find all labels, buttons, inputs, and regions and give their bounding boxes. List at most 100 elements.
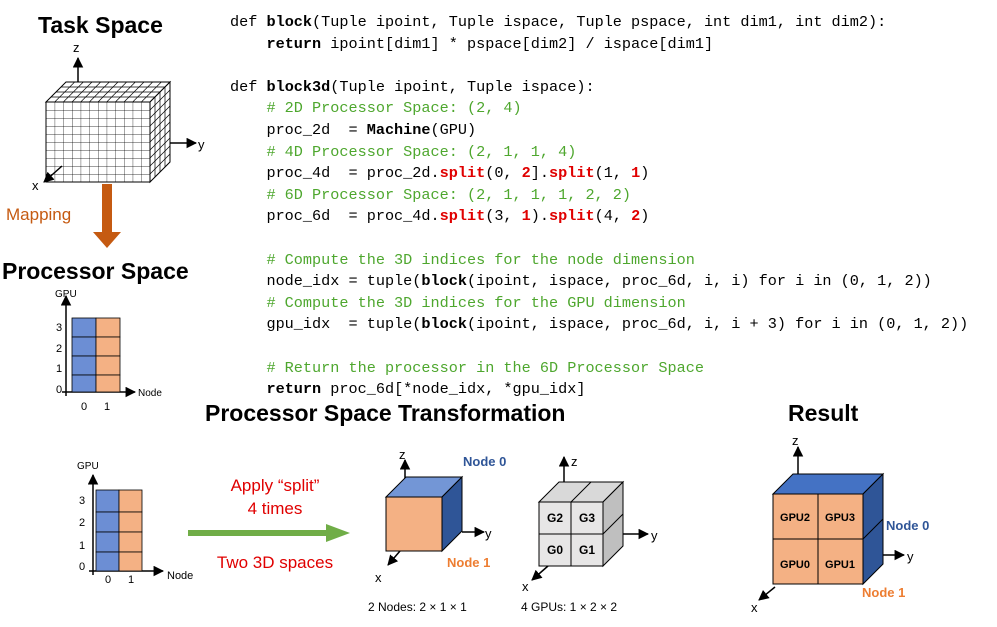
y-axis-label: y bbox=[485, 526, 492, 541]
code-token: proc_4d = proc_2d. bbox=[230, 164, 440, 183]
code-line: # Compute the 3D indices for the node di… bbox=[230, 250, 968, 272]
code-line: proc_4d = proc_2d.split(0, 2].split(1, 1… bbox=[230, 163, 968, 185]
split-label-2: 4 times bbox=[248, 499, 303, 518]
node-tick: 1 bbox=[128, 574, 134, 586]
processor-space-heading: Processor Space bbox=[2, 258, 189, 284]
gpus-caption: 4 GPUs: 1 × 2 × 2 bbox=[521, 600, 617, 614]
code-line: proc_2d = Machine(GPU) bbox=[230, 120, 968, 142]
result-cube: z GPU2 GPU3 GPU0 GPU1 Node 0 Node 1 y x bbox=[751, 433, 929, 615]
code-line: # 6D Processor Space: (2, 1, 1, 1, 2, 2) bbox=[230, 185, 968, 207]
code-token: ). bbox=[530, 207, 550, 226]
code-token: block bbox=[421, 272, 467, 291]
node-tick: 0 bbox=[81, 401, 87, 413]
gpu-tick: 3 bbox=[56, 322, 62, 334]
code-line: # Compute the 3D indices for the GPU dim… bbox=[230, 293, 968, 315]
code-token: split bbox=[439, 164, 486, 183]
task-space-cube: z bbox=[32, 40, 205, 193]
gpu-cell-label: G1 bbox=[579, 543, 595, 557]
result-node1-label: Node 1 bbox=[862, 585, 905, 600]
code-token: (3, bbox=[485, 207, 522, 226]
code-line: def block3d(Tuple ipoint, Tuple ispace): bbox=[230, 77, 968, 99]
code-token: (Tuple ipoint, Tuple ispace, Tuple pspac… bbox=[312, 13, 887, 31]
gpu-tick: 1 bbox=[56, 363, 62, 375]
z-axis-label: z bbox=[571, 454, 578, 469]
mapping-label: Mapping bbox=[6, 205, 71, 224]
code-token: # Compute the 3D indices for the GPU dim… bbox=[230, 293, 686, 312]
gpu-cell-label: GPU2 bbox=[780, 512, 810, 524]
code-token: block bbox=[421, 315, 467, 334]
code-token: block bbox=[266, 13, 313, 31]
nodes-caption: 2 Nodes: 2 × 1 × 1 bbox=[368, 600, 467, 614]
code-line: # 4D Processor Space: (2, 1, 1, 4) bbox=[230, 142, 968, 164]
code-token: # 2D Processor Space: (2, 4) bbox=[230, 99, 522, 118]
processor-grid-top: GPU Node 3 2 1 0 0 1 bbox=[55, 289, 162, 413]
code-token: node_idx = tuple( bbox=[230, 272, 422, 291]
code-token: return bbox=[266, 380, 322, 399]
code-token: split bbox=[549, 207, 595, 226]
gpus-box: z G2 G3 G0 G1 y x 4 GPUs: 1 × 2 × 2 bbox=[521, 454, 658, 614]
y-axis-label: y bbox=[907, 549, 914, 564]
code-line: return ipoint[dim1] * pspace[dim2] / isp… bbox=[230, 34, 968, 56]
code-line: # 2D Processor Space: (2, 4) bbox=[230, 98, 968, 120]
cube-right-face bbox=[149, 87, 171, 177]
code-token: ]. bbox=[530, 164, 550, 183]
node0-label: Node 0 bbox=[463, 454, 506, 469]
z-axis-label: z bbox=[792, 433, 799, 448]
gpu-cell-label: GPU1 bbox=[825, 559, 855, 571]
code-token: return bbox=[266, 34, 322, 53]
split-label-3: Two 3D spaces bbox=[217, 553, 333, 572]
gpu-tick: 0 bbox=[79, 561, 85, 573]
split-label-1: Apply “split” bbox=[231, 476, 320, 495]
code-token: # 6D Processor Space: (2, 1, 1, 1, 2, 2) bbox=[230, 185, 632, 204]
code-line: def block(Tuple ipoint, Tuple ispace, Tu… bbox=[230, 12, 968, 34]
code-token: ) bbox=[640, 164, 650, 183]
code-token: proc_6d = proc_4d. bbox=[230, 207, 440, 226]
task-space-heading: Task Space bbox=[38, 12, 163, 38]
code-line: # Return the processor in the 6D Process… bbox=[230, 358, 968, 380]
gpu-tick: 1 bbox=[79, 540, 85, 552]
gpu-tick: 2 bbox=[56, 343, 62, 355]
gpu-tick: 0 bbox=[56, 384, 62, 396]
code-token: split bbox=[439, 207, 486, 226]
x-axis-label: x bbox=[751, 600, 758, 615]
code-token: (ipoint, ispace, proc_6d, i, i) for i in… bbox=[466, 272, 932, 291]
code-token: # Compute the 3D indices for the node di… bbox=[230, 250, 695, 269]
code-token: 1 bbox=[631, 164, 641, 183]
code-token: # 4D Processor Space: (2, 1, 1, 4) bbox=[230, 142, 577, 161]
code-token: block3d bbox=[266, 77, 331, 96]
gpu-tick: 2 bbox=[79, 517, 85, 529]
gpu-cell-label: G0 bbox=[547, 543, 563, 557]
cube-front-face bbox=[45, 101, 151, 183]
code-line: return proc_6d[*node_idx, *gpu_idx] bbox=[230, 379, 968, 401]
code-token: (ipoint, ispace, proc_6d, i, i + 3) for … bbox=[466, 315, 969, 334]
y-axis-label: y bbox=[651, 528, 658, 543]
code-token: proc_2d = bbox=[230, 120, 367, 139]
result-heading: Result bbox=[788, 400, 859, 426]
code-token: 1 bbox=[521, 207, 531, 226]
code-token: 2 bbox=[631, 207, 641, 226]
gpu-axis-label: GPU bbox=[77, 461, 99, 472]
code-token: (0, bbox=[485, 164, 522, 183]
code-token: Machine bbox=[366, 120, 431, 139]
node-tick: 0 bbox=[105, 574, 111, 586]
code-token: ) bbox=[640, 207, 650, 226]
code-token: ipoint[dim1] * pspace[dim2] / ispace[dim… bbox=[321, 34, 714, 53]
code-token: (4, bbox=[594, 207, 632, 226]
code-token: proc_6d[*node_idx, *gpu_idx] bbox=[321, 380, 586, 399]
processor-grid-bottom: GPU Node 3 2 1 0 0 1 bbox=[77, 461, 193, 586]
cube-top-face bbox=[51, 81, 165, 103]
gpu-cell-label: GPU0 bbox=[780, 559, 810, 571]
node1-label: Node 1 bbox=[447, 555, 490, 570]
x-axis-label: x bbox=[375, 570, 382, 585]
result-node0-label: Node 0 bbox=[886, 518, 929, 533]
y-axis-label: y bbox=[198, 137, 205, 152]
x-axis-label: x bbox=[32, 178, 39, 193]
nodes-box: z y x Node 0 Node 1 2 Nodes: 2 × 1 × 1 bbox=[368, 447, 506, 614]
z-axis-label: z bbox=[73, 40, 80, 55]
x-axis-label: x bbox=[522, 579, 529, 594]
node-tick: 1 bbox=[104, 401, 110, 413]
code-token: (Tuple ipoint, Tuple ispace): bbox=[330, 77, 595, 96]
gpu-axis-label: GPU bbox=[55, 289, 77, 300]
code-listing: def block(Tuple ipoint, Tuple ispace, Tu… bbox=[230, 12, 968, 401]
